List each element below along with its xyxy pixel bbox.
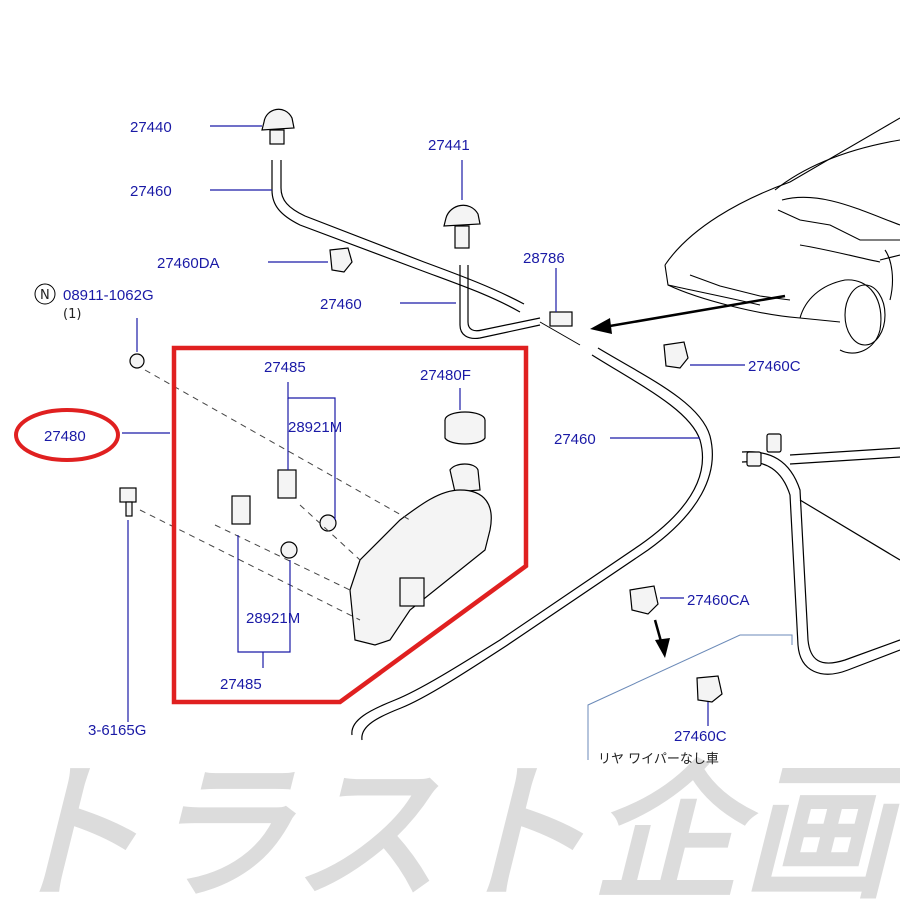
label-08911: 08911-1062G: [63, 287, 154, 304]
label-27485-top: 27485: [264, 359, 306, 376]
label-27460-b: 27460: [320, 296, 362, 313]
watermark: トラスト企画: [0, 746, 900, 900]
hoses: [271, 160, 900, 741]
label-28921M-bottom: 28921M: [246, 610, 300, 627]
clip-27460CA: [629, 585, 659, 615]
label-27460C-b: 27460C: [674, 728, 727, 745]
car-illustration: [664, 117, 900, 354]
location-arrow: [590, 294, 786, 334]
label-27440: 27440: [130, 119, 172, 136]
nut-08911: [129, 353, 145, 369]
joint-28786: [539, 311, 581, 346]
nozzle-27440: [261, 108, 295, 145]
label-note: リヤ ワイパーなし車: [598, 752, 719, 767]
label-qty: (1): [63, 307, 81, 322]
n-symbol: N: [40, 288, 50, 303]
label-28786: 28786: [523, 250, 565, 267]
clip-27460DA: [329, 247, 353, 273]
reservoir-assembly: [231, 411, 492, 646]
label-27441: 27441: [428, 137, 470, 154]
detail-frame: [587, 634, 793, 760]
clip-27460C: [663, 341, 689, 369]
label-27480F: 27480F: [420, 367, 471, 384]
grommet-top: [746, 433, 782, 467]
highlight: [14, 345, 529, 705]
label-27460DA: 27460DA: [157, 255, 220, 272]
label-27480: 27480: [44, 428, 86, 445]
label-27485-bottom: 27485: [220, 676, 262, 693]
n-symbol-circle: [34, 283, 56, 305]
label-bolt: 3-6165G: [88, 722, 146, 739]
label-27460CA: 27460CA: [687, 592, 750, 609]
bolt: [119, 487, 137, 517]
label-leaders: [122, 125, 745, 726]
clip-27460C-detail: [696, 675, 723, 703]
label-27460C-a: 27460C: [748, 358, 801, 375]
label-27460-c: 27460: [554, 431, 596, 448]
label-28921M-top: 28921M: [288, 419, 342, 436]
detail-arrow: [653, 619, 670, 658]
nozzle-27441: [443, 204, 481, 249]
label-27460-a: 27460: [130, 183, 172, 200]
